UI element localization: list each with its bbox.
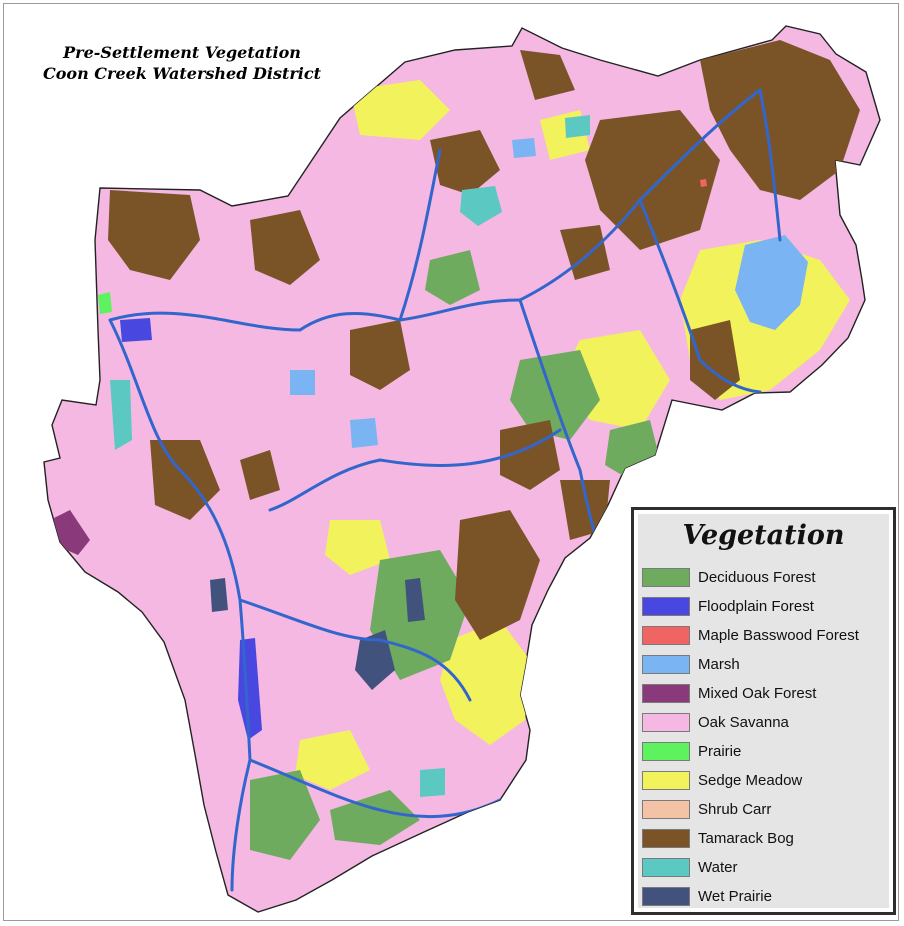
maple-basswood-forest-areas xyxy=(700,179,707,187)
map-title-line-2: Coon Creek Watershed District xyxy=(43,64,321,83)
legend-swatch xyxy=(642,684,690,703)
legend-label: Oak Savanna xyxy=(698,714,789,731)
legend-label: Shrub Carr xyxy=(698,801,772,818)
legend-swatch xyxy=(642,655,690,674)
marsh-areas xyxy=(290,138,808,448)
legend-title: Vegetation xyxy=(682,520,845,551)
legend-label: Floodplain Forest xyxy=(698,598,814,615)
legend-swatch xyxy=(642,771,690,790)
legend-swatch xyxy=(642,858,690,877)
water-areas xyxy=(110,115,590,797)
legend-label: Maple Basswood Forest xyxy=(698,627,859,644)
legend-item: Tamarack Bog xyxy=(642,824,889,853)
legend-item: Prairie xyxy=(642,737,889,766)
legend-item: Deciduous Forest xyxy=(642,563,889,592)
legend-swatch xyxy=(642,742,690,761)
legend-item: Oak Savanna xyxy=(642,708,889,737)
legend-swatch xyxy=(642,887,690,906)
legend-label: Mixed Oak Forest xyxy=(698,685,817,702)
prairie-areas xyxy=(98,292,112,314)
legend-item: Maple Basswood Forest xyxy=(642,621,889,650)
map-title: Pre-Settlement Vegetation Coon Creek Wat… xyxy=(22,42,342,84)
legend-item: Shrub Carr xyxy=(642,795,889,824)
legend-item: Wet Prairie xyxy=(642,882,889,911)
legend-label: Tamarack Bog xyxy=(698,830,794,847)
legend-swatch xyxy=(642,829,690,848)
legend-item: Water xyxy=(642,853,889,882)
legend-item: Sedge Meadow xyxy=(642,766,889,795)
legend-item: Floodplain Forest xyxy=(642,592,889,621)
legend-item: Mixed Oak Forest xyxy=(642,679,889,708)
legend-label: Water xyxy=(698,859,738,876)
wet-prairie-areas xyxy=(210,578,425,690)
legend-item: Marsh xyxy=(642,650,889,679)
legend-label: Deciduous Forest xyxy=(698,569,816,586)
legend-swatch xyxy=(642,597,690,616)
legend-swatch xyxy=(642,626,690,645)
tamarack-bog-areas xyxy=(108,40,860,640)
legend-label: Wet Prairie xyxy=(698,888,772,905)
legend-label: Prairie xyxy=(698,743,742,760)
legend-label: Sedge Meadow xyxy=(698,772,803,789)
legend-swatch xyxy=(642,713,690,732)
deciduous-forest-areas xyxy=(250,250,660,860)
map-title-line-1: Pre-Settlement Vegetation xyxy=(63,43,301,62)
legend-swatch xyxy=(642,568,690,587)
legend-swatch xyxy=(642,800,690,819)
legend-label: Marsh xyxy=(698,656,740,673)
